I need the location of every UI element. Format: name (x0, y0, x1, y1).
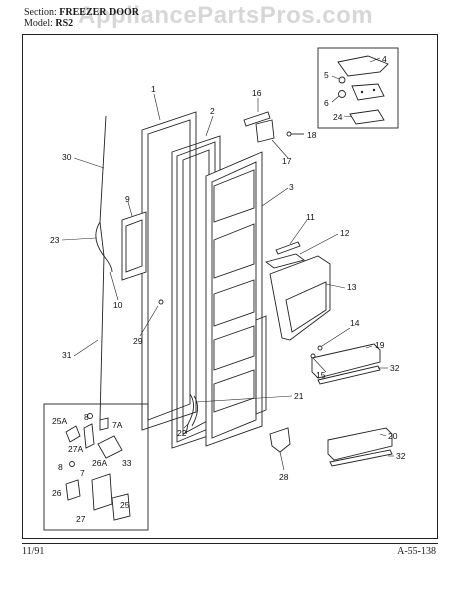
hinge-cover-part (337, 55, 389, 77)
model-value: RS2 (55, 18, 74, 29)
bottom-hinge-bracket (269, 427, 291, 453)
lower-door-bin (327, 427, 393, 467)
inset-callout-33: 33 (122, 458, 132, 468)
door-liner (205, 151, 267, 447)
hinge-bracket-part (351, 83, 385, 101)
watermark: AppliancePartsPros.com (78, 2, 374, 29)
callout-17: 17 (282, 156, 292, 166)
inset-callout-7: 7 (80, 468, 85, 478)
section-label: Section: (24, 7, 57, 18)
top-hinge-hardware (243, 111, 304, 143)
dispenser-housing (264, 241, 331, 341)
inset-callout-26: 26 (52, 488, 62, 498)
inset-callout-27a: 27A (68, 444, 83, 454)
dispenser-trim (121, 211, 147, 281)
section-value: FREEZER DOOR (59, 7, 140, 18)
inset-callout-27: 27 (76, 514, 86, 524)
model-label: Model: (24, 18, 53, 29)
model-header: Model: RS2 (24, 18, 73, 29)
callout-2: 2 (210, 106, 215, 116)
footer-date: 11/91 (22, 546, 45, 557)
inset-callout-25a: 25A (52, 416, 67, 426)
callout-24: 24 (333, 112, 343, 122)
callout-3: 3 (289, 182, 294, 192)
callout-labels: 1 2 3 4 5 6 24 16 17 18 30 9 23 10 31 29… (50, 54, 406, 524)
inset-callout-8-top: 8 (84, 412, 89, 422)
callout-32-lower: 32 (396, 451, 406, 461)
door-wiring (185, 393, 198, 435)
door-outer-panel (141, 111, 197, 431)
callout-4: 4 (382, 54, 387, 64)
diagram-frame (22, 34, 438, 539)
callout-20: 20 (388, 431, 398, 441)
callout-6: 6 (324, 98, 329, 108)
footer-rule (22, 543, 438, 544)
callout-28: 28 (279, 472, 289, 482)
callout-23: 23 (50, 235, 60, 245)
upper-door-bin (311, 343, 381, 385)
callout-9: 9 (125, 194, 130, 204)
callout-11: 11 (306, 212, 315, 222)
callout-15: 15 (316, 370, 326, 380)
callout-1: 1 (151, 84, 156, 94)
section-header: Section: FREEZER DOOR (24, 7, 139, 18)
door-handle-rod (95, 115, 113, 421)
callout-31: 31 (62, 350, 72, 360)
inset-callout-8-bottom: 8 (58, 462, 63, 472)
footer-page-code: A-55-138 (397, 546, 436, 557)
callout-14: 14 (350, 318, 360, 328)
callout-18: 18 (307, 130, 317, 140)
inset-callout-26a: 26A (92, 458, 107, 468)
callout-5: 5 (324, 70, 329, 80)
callout-16: 16 (252, 88, 262, 98)
callout-22: 22 (177, 428, 187, 438)
inset-callout-25: 25 (120, 500, 130, 510)
leader-lines (61, 93, 394, 471)
inset-box-hinge-kit (43, 403, 149, 531)
callout-21: 21 (294, 391, 304, 401)
inset-callout-7a: 7A (112, 420, 123, 430)
callout-19: 19 (375, 340, 385, 350)
callout-30: 30 (62, 152, 72, 162)
callout-12: 12 (340, 228, 350, 238)
hinge-plate-part (349, 109, 385, 125)
callout-10: 10 (113, 300, 123, 310)
callout-13: 13 (347, 282, 357, 292)
callout-29: 29 (133, 336, 143, 346)
callout-32-upper: 32 (390, 363, 400, 373)
inset-box-hinge-cover (317, 47, 399, 129)
